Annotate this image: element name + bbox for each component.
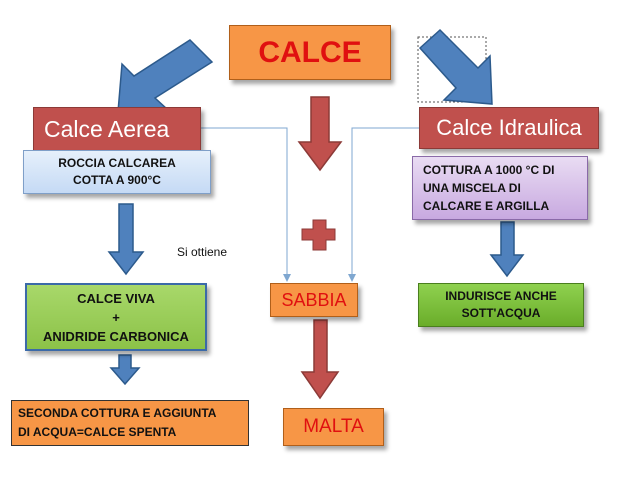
arrow-calce-down <box>297 96 343 172</box>
calce-aerea-header: Calce Aerea <box>33 107 201 151</box>
calce-aerea-label: Calce Aerea <box>44 115 170 142</box>
malta-box: MALTA <box>283 408 384 446</box>
arrow-calceviva-to-seconda <box>109 354 141 386</box>
calce-idraulica-label: Calce Idraulica <box>436 115 582 140</box>
connector-idraulica-to-sabbia <box>348 127 419 282</box>
calce-viva-box: CALCE VIVA + ANIDRIDE CARBONICA <box>25 283 207 351</box>
sabbia-text: SABBIA <box>281 289 347 310</box>
si-ottiene-note: Si ottiene <box>177 245 228 259</box>
arrow-calce-to-idraulica <box>418 28 493 105</box>
seconda-cottura-box: SECONDA COTTURA E AGGIUNTA DI ACQUA=CALC… <box>11 400 249 446</box>
indurisce-box: INDURISCE ANCHE SOTT'ACQUA <box>418 283 584 327</box>
connector-aerea-to-sabbia <box>201 127 291 282</box>
malta-text: MALTA <box>303 416 364 437</box>
sabbia-box: SABBIA <box>270 283 358 317</box>
arrow-roccia-to-calceviva <box>107 203 145 276</box>
arrow-calce-to-aerea <box>117 39 214 113</box>
plus-icon <box>301 219 336 251</box>
roccia-calcarea-box: ROCCIA CALCAREA COTTA A 900°C <box>23 150 211 194</box>
calce-title-box: CALCE <box>229 25 391 80</box>
calce-viva-text: CALCE VIVA + ANIDRIDE CARBONICA <box>43 290 189 344</box>
roccia-calcarea-text: ROCCIA CALCAREA COTTA A 900°C <box>58 156 176 187</box>
cottura-miscela-text: COTTURA A 1000 °C DI UNA MISCELA DI CALC… <box>423 163 555 213</box>
cottura-miscela-box: COTTURA A 1000 °C DI UNA MISCELA DI CALC… <box>412 156 588 220</box>
seconda-cottura-text: SECONDA COTTURA E AGGIUNTA DI ACQUA=CALC… <box>18 406 217 439</box>
calce-idraulica-header: Calce Idraulica <box>419 107 599 149</box>
arrow-sabbia-to-malta <box>300 319 340 400</box>
calce-title: CALCE <box>258 35 362 69</box>
indurisce-text: INDURISCE ANCHE SOTT'ACQUA <box>445 289 557 320</box>
arrow-cottura-to-indurisce <box>489 221 525 278</box>
